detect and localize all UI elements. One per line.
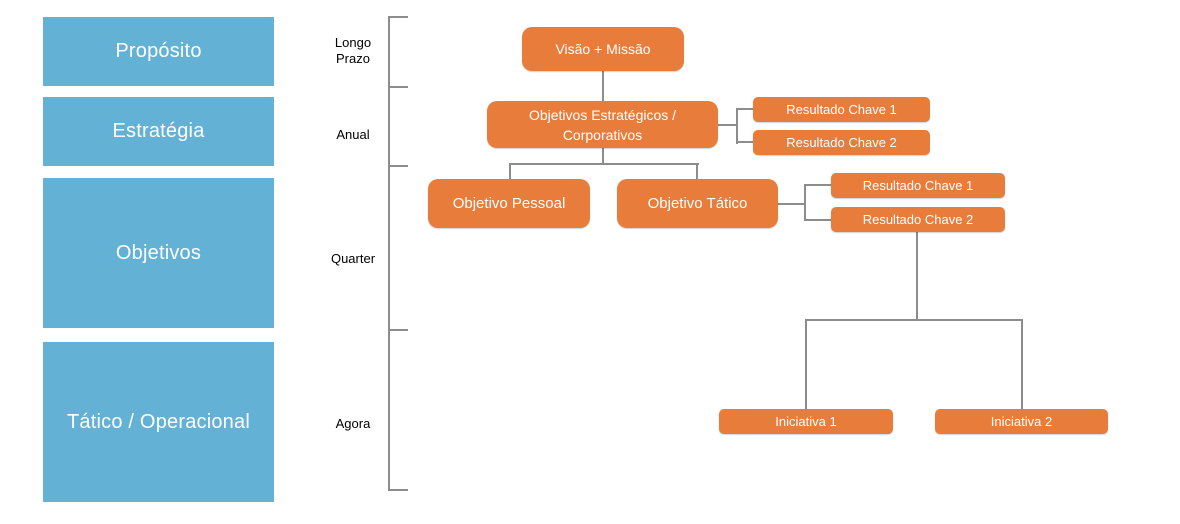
connector-key-result-stub	[736, 108, 754, 110]
node-label: Visão + Missão	[555, 41, 651, 57]
node-label: Resultado Chave 2	[786, 135, 897, 150]
node-iniciativa-2: Iniciativa 2	[935, 409, 1108, 434]
node-visao-missao: Visão + Missão	[522, 27, 684, 71]
layer-label: Tático / Operacional	[67, 410, 250, 433]
horizon-label-anual: Anual	[336, 127, 370, 142]
node-label: Objetivo Pessoal	[452, 195, 566, 212]
layer-label: Objetivos	[115, 241, 202, 264]
connector-drop-personal	[509, 163, 511, 180]
connector-key-result-to-initiatives	[916, 232, 918, 321]
connector-tactical-to-key-results	[778, 203, 806, 205]
node-resultado-chave-1-tatico: Resultado Chave 1	[831, 173, 1005, 198]
timeline-bracket-tick	[388, 489, 408, 491]
horizon-label-longo-prazo: Longo Prazo	[334, 35, 372, 66]
node-resultado-chave-2-tatico: Resultado Chave 2	[831, 207, 1005, 232]
connector-drop-tactical	[696, 163, 698, 180]
connector-key-result-stub	[804, 184, 832, 186]
layer-box-objetivos: Objetivos	[43, 178, 274, 328]
timeline-bracket-tick	[388, 165, 408, 167]
node-label: Iniciativa 2	[990, 414, 1053, 429]
layer-label: Estratégia	[112, 120, 205, 142]
node-iniciativa-1: Iniciativa 1	[719, 409, 893, 434]
connector-key-results-bracket	[736, 108, 738, 144]
horizon-label-agora: Agora	[335, 416, 371, 431]
timeline-bracket-tick	[388, 329, 408, 331]
layer-box-proposito: Propósito	[43, 17, 274, 86]
connector-strategic-to-key-results	[718, 124, 738, 126]
layer-box-estrategia: Estratégia	[43, 97, 274, 166]
layer-label: Propósito	[115, 40, 202, 62]
connector-vision-to-strategic	[602, 71, 604, 102]
node-label: Resultado Chave 1	[786, 102, 897, 117]
connector-key-results-bracket	[804, 184, 806, 221]
layer-box-tatico-operacional: Tático / Operacional	[43, 342, 274, 502]
node-label: Resultado Chave 1	[862, 178, 974, 193]
connector-strategic-stem	[602, 148, 604, 165]
node-resultado-chave-1-estrategico: Resultado Chave 1	[753, 97, 930, 122]
connector-split-bar	[509, 163, 699, 165]
connector-initiatives-bar	[805, 319, 1023, 321]
node-label: Objetivos Estratégicos / Corporativos	[528, 106, 677, 143]
connector-drop-initiative-2	[1021, 319, 1023, 410]
horizon-label-quarter: Quarter	[330, 251, 376, 266]
connector-drop-initiative-1	[805, 319, 807, 410]
timeline-bracket-tick	[388, 86, 408, 88]
connector-key-result-stub	[736, 141, 754, 143]
connector-key-result-stub	[804, 219, 832, 221]
node-label: Iniciativa 1	[775, 414, 837, 429]
node-label: Resultado Chave 2	[862, 212, 974, 227]
node-objetivos-estrategicos-corporativos: Objetivos Estratégicos / Corporativos	[487, 101, 718, 148]
node-resultado-chave-2-estrategico: Resultado Chave 2	[753, 130, 930, 155]
timeline-bracket-tick	[388, 16, 408, 18]
node-objetivo-pessoal: Objetivo Pessoal	[428, 179, 590, 228]
node-objetivo-tatico: Objetivo Tático	[617, 179, 778, 228]
node-label: Objetivo Tático	[647, 195, 748, 212]
timeline-bracket-line	[388, 16, 390, 491]
